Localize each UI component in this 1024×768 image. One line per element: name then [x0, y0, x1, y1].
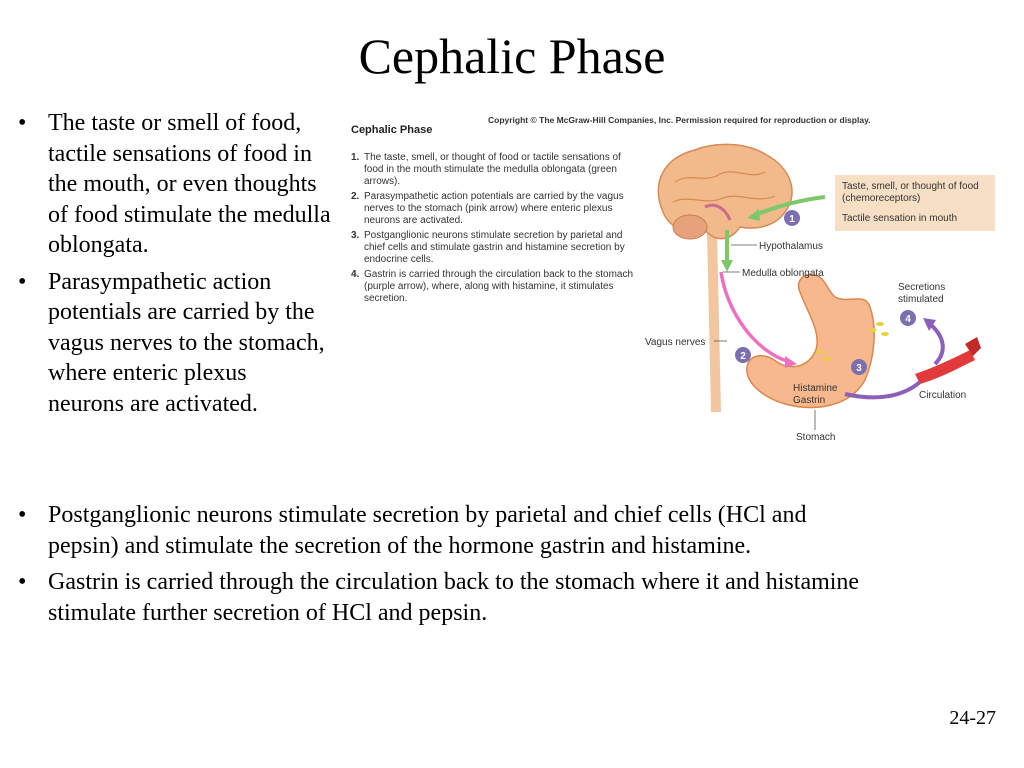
step-badge: [784, 210, 800, 226]
purple-arrow: [844, 380, 922, 400]
step-badge: [900, 310, 916, 326]
figure-title: Cephalic Phase: [351, 124, 433, 136]
bullet-item: • Postganglionic neurons stimulate secre…: [10, 500, 870, 561]
brain-inner-structure: [704, 203, 732, 221]
figure-step: 4. Gastrin is carried through the circula…: [351, 269, 636, 305]
green-arrow-head: [747, 209, 760, 221]
bullet-item: • Parasympathetic action potentials are …: [10, 267, 340, 420]
cephalic-phase-figure: 1 2 3 4 Hypothalamus Medulla oblongata V…: [345, 112, 1015, 452]
bullet-text: Parasympathetic action potentials are ca…: [48, 268, 325, 387]
label-secretions: Secretions: [898, 282, 945, 293]
secretion-droplet: [824, 357, 830, 361]
bullet-glyph: •: [18, 502, 27, 528]
copyright-notice: Copyright © The McGraw-Hill Companies, I…: [488, 115, 871, 125]
figure-step: 3. Postganglionic neurons stimulate secre…: [351, 230, 636, 266]
step-number: 4.: [351, 269, 360, 280]
stomach-shape: [746, 273, 875, 409]
info-line-tactile: Tactile sensation in mouth: [842, 213, 958, 224]
step-badge-number: 1: [789, 214, 795, 225]
info-line-chemoreceptors: Taste, smell, or thought of food (chemor…: [842, 181, 979, 204]
label-circulation: Circulation: [919, 390, 966, 401]
secretion-droplet: [876, 322, 884, 326]
step-badge: [735, 347, 751, 363]
bullet-text: The taste or smell of food, tactile sens…: [48, 110, 331, 258]
step-badge-number: 2: [740, 351, 746, 362]
bullet-glyph: •: [18, 268, 27, 295]
secretion-droplet: [817, 350, 823, 354]
bullet-glyph: •: [18, 569, 27, 595]
spinal-cord-shape: [707, 232, 721, 412]
slide-number: 24-27: [949, 707, 996, 729]
blood-vessel-branch: [965, 337, 981, 356]
secretion-droplet: [869, 328, 877, 332]
brain-fold: [672, 195, 776, 203]
bullet-item: • Gastrin is carried through the circula…: [10, 567, 870, 628]
figure-step: 1. The taste, smell, or thought of food o…: [351, 152, 636, 188]
label-gastrin: Gastrin: [793, 395, 825, 406]
step-text: The taste, smell, or thought of food or …: [364, 152, 621, 187]
step-text: Gastrin is carried through the circulati…: [364, 269, 634, 304]
step-number: 2.: [351, 191, 360, 202]
brain-fold: [674, 171, 766, 183]
step-text: Postganglionic neurons stimulate secreti…: [364, 230, 625, 265]
figure-step-list: 1. The taste, smell, or thought of food o…: [351, 152, 636, 308]
label-stomach: Stomach: [796, 432, 835, 443]
label-hypothalamus: Hypothalamus: [759, 241, 823, 252]
step-badge-number: 4: [905, 314, 911, 325]
figure-step: 2. Parasympathetic action potentials are …: [351, 191, 636, 227]
cerebellum-shape: [672, 214, 708, 240]
label-medulla-oblongata: Medulla oblongata: [742, 268, 824, 279]
green-arrow: [754, 195, 826, 217]
sensory-input-box: Taste, smell, or thought of food (chemor…: [835, 175, 995, 231]
diagram-graphic: 1 2 3 4 Hypothalamus Medulla oblongata V…: [645, 143, 981, 443]
blood-vessel-shape: [915, 350, 975, 384]
secretion-droplet: [881, 332, 889, 336]
slide-title: Cephalic Phase: [358, 28, 666, 84]
bullet-glyph: •: [18, 110, 27, 136]
left-bullet-list: • The taste or smell of food, tactile se…: [10, 108, 340, 425]
purple-arrow: [928, 322, 945, 366]
step-text: Parasympathetic action potentials are ca…: [364, 191, 624, 226]
label-histamine: Histamine: [793, 383, 838, 394]
purple-arrow-head: [923, 318, 936, 331]
label-stimulated: stimulated: [898, 294, 944, 305]
green-arrow-head: [721, 260, 733, 272]
bullet-text-tail: neurons are activated.: [48, 390, 258, 417]
step-number: 1.: [351, 152, 360, 163]
step-number: 3.: [351, 230, 360, 241]
bullet-text: Postganglionic neurons stimulate secreti…: [48, 502, 807, 559]
bullet-item: • The taste or smell of food, tactile se…: [10, 108, 340, 261]
step-badge-number: 3: [856, 363, 862, 374]
bullet-text: Gastrin is carried through the circulati…: [48, 569, 860, 626]
pink-arrow-head: [785, 356, 797, 368]
pink-arrow: [719, 271, 791, 364]
bottom-bullet-list: • Postganglionic neurons stimulate secre…: [10, 500, 870, 634]
step-badge: [851, 359, 867, 375]
label-vagus-nerves: Vagus nerves: [645, 337, 705, 348]
